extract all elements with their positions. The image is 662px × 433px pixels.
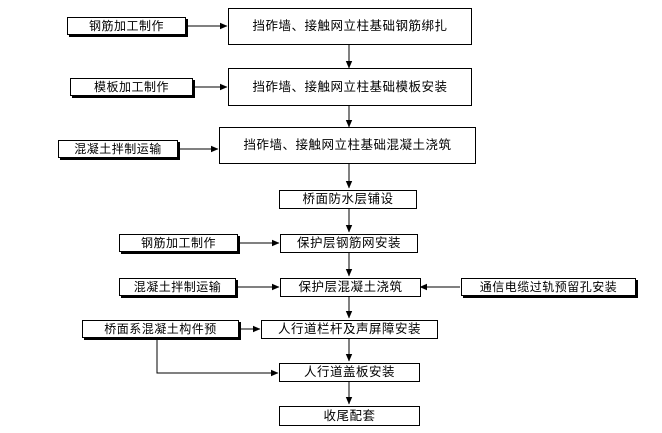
step-protective-concrete: 保护层混凝土浇筑 (280, 278, 421, 297)
step-concrete-pouring: 挡砟墙、接触网立柱基础混凝土浇筑 (219, 127, 476, 164)
input-cable-crossing-hole: 通信电缆过轨预留孔安装 (461, 278, 636, 296)
step-rebar-binding: 挡砟墙、接触网立柱基础钢筋绑扎 (228, 8, 472, 45)
step-sidewalk-cover: 人行道盖板安装 (279, 363, 420, 382)
arrow-input6-b (156, 339, 279, 377)
step-formwork-install: 挡砟墙、接触网立柱基础模板安装 (228, 68, 472, 106)
step-finishing: 收尾配套 (279, 406, 420, 426)
input-concrete-mixing-2: 混凝土拌制运输 (119, 278, 236, 296)
input-bridge-precast-components: 桥面系混凝土构件预 (82, 320, 239, 338)
step-waterproof-layer: 桥面防水层铺设 (279, 190, 417, 209)
step-railing-sound-barrier: 人行道栏杆及声屏障安装 (261, 320, 438, 339)
input-rebar-fabrication-2: 钢筋加工制作 (119, 234, 238, 252)
step-protective-rebar-mesh: 保护层钢筋网安装 (280, 234, 418, 253)
input-formwork-fabrication: 模板加工制作 (70, 78, 193, 96)
input-rebar-fabrication-1: 钢筋加工制作 (67, 17, 186, 35)
input-concrete-mixing-1: 混凝土拌制运输 (58, 140, 178, 158)
